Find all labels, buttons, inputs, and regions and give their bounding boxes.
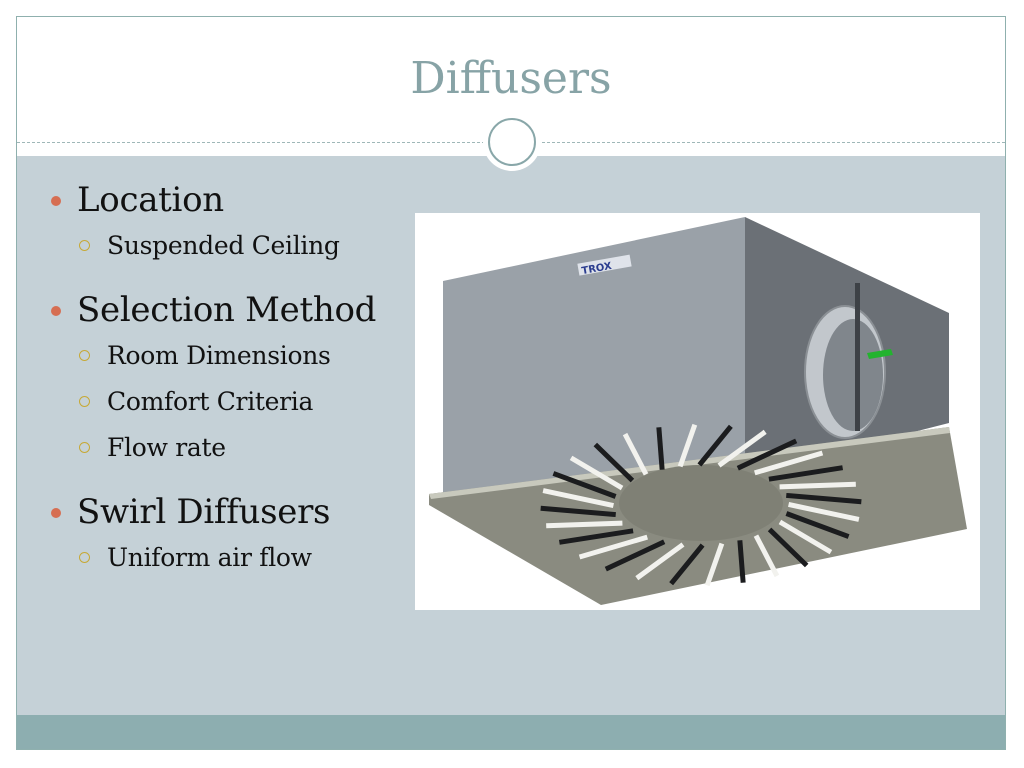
sub-bullet-ring-icon: [79, 396, 90, 407]
sub-bullet-flow-rate: Flow rate: [47, 425, 407, 471]
swirl-slot: [604, 539, 666, 572]
bullet-dot-icon: [51, 508, 61, 518]
swirl-slot: [635, 542, 685, 581]
swirl-slot: [546, 520, 623, 529]
bullet-dot-icon: [51, 306, 61, 316]
trox-logo: TROX: [581, 261, 613, 277]
bullet-label: Selection Method: [77, 290, 377, 330]
sub-bullet-suspended-ceiling: Suspended Ceiling: [47, 223, 407, 269]
sub-bullet-ring-icon: [79, 442, 90, 453]
sub-bullet-comfort-criteria: Comfort Criteria: [47, 379, 407, 425]
swirl-slot: [717, 429, 767, 468]
bullet-label: Location: [77, 180, 224, 220]
bullet-label: Swirl Diffusers: [77, 492, 331, 532]
sub-bullet-label: Room Dimensions: [107, 341, 331, 370]
sub-bullet-ring-icon: [79, 552, 90, 563]
swirl-slot: [656, 427, 665, 470]
sub-bullet-ring-icon: [79, 240, 90, 251]
swirl-slot: [767, 527, 809, 568]
swirl-slot: [677, 423, 698, 468]
swirl-slot: [540, 505, 616, 518]
slide-frame: Diffusers Location Suspended Ceiling Sel…: [16, 16, 1006, 750]
swirl-slot: [704, 542, 725, 587]
swirl-slot: [558, 528, 634, 545]
swirl-slot: [778, 519, 833, 555]
swirl-slot: [669, 543, 705, 586]
sub-bullet-uniform-air-flow: Uniform air flow: [47, 535, 407, 581]
sub-bullet-label: Uniform air flow: [107, 543, 312, 572]
swirl-slot: [737, 540, 746, 583]
swirl-slot: [542, 488, 614, 508]
sub-bullet-room-dimensions: Room Dimensions: [47, 333, 407, 379]
diffuser-image: TROX: [415, 213, 980, 610]
swirl-slot: [569, 455, 624, 491]
swirl-slot: [578, 534, 648, 560]
swirl-slot: [785, 511, 850, 539]
swirl-slot: [788, 502, 860, 522]
sub-bullet-label: Flow rate: [107, 433, 226, 462]
bullet-location: Location: [47, 177, 407, 223]
footer-bar: [17, 715, 1005, 749]
swirl-slot: [697, 424, 733, 467]
swirl-slot: [552, 471, 617, 499]
swirl-slot: [736, 438, 798, 471]
circle-ornament-icon: [483, 113, 541, 171]
bullet-swirl-diffusers: Swirl Diffusers: [47, 489, 407, 535]
swirl-slot: [753, 534, 780, 578]
swirl-slot: [754, 450, 824, 476]
diffuser-illustration: TROX: [429, 217, 967, 605]
bullet-list: Location Suspended Ceiling Selection Met…: [47, 177, 407, 581]
sub-bullet-label: Suspended Ceiling: [107, 231, 340, 260]
swirl-slot: [786, 492, 862, 505]
swirl-slot: [622, 432, 649, 476]
sub-bullet-ring-icon: [79, 350, 90, 361]
swirl-slot: [779, 481, 856, 490]
bullet-selection-method: Selection Method: [47, 287, 407, 333]
swirl-slot: [593, 442, 635, 483]
bullet-dot-icon: [51, 196, 61, 206]
swirl-slots: [540, 423, 862, 587]
sub-bullet-label: Comfort Criteria: [107, 387, 314, 416]
slide-title: Diffusers: [410, 53, 612, 104]
swirl-slot: [768, 465, 844, 482]
